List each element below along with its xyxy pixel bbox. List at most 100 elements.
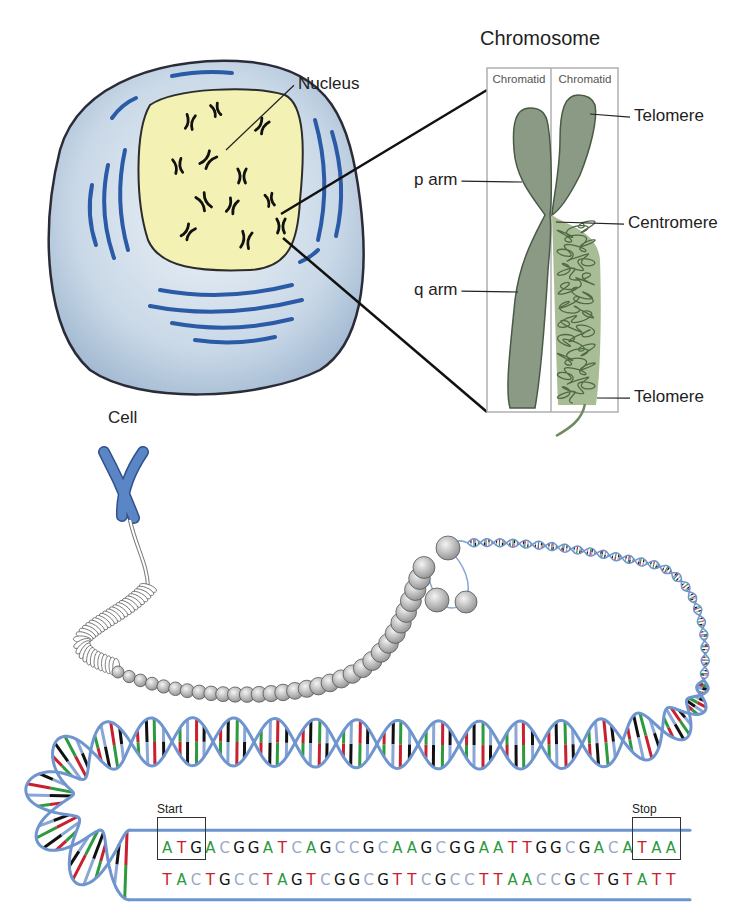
illustration-part xyxy=(315,120,324,240)
base-letter: C xyxy=(606,839,620,857)
chromosome-icons xyxy=(173,103,286,249)
base-letter: G xyxy=(318,839,332,857)
base-letter: G xyxy=(433,871,447,889)
base-pair xyxy=(226,742,229,764)
base-letter: A xyxy=(520,871,534,889)
dna-sequence: ATGACGGATCAGCCGCAAGCGGAATTGGCGACATAA xyxy=(160,839,678,857)
stop-codon-box: Stop xyxy=(632,817,681,860)
base-letter: T xyxy=(203,871,217,889)
base-letter: A xyxy=(505,871,519,889)
illustration-part xyxy=(160,285,292,295)
base-letter: A xyxy=(664,839,678,857)
part-label: Centromere xyxy=(628,213,718,233)
box-heading: Start xyxy=(157,802,182,816)
base-pair xyxy=(111,722,115,745)
illustration-part xyxy=(120,150,128,250)
zoom-line xyxy=(283,238,487,412)
base-pair xyxy=(606,742,608,765)
nucleosome xyxy=(157,680,170,693)
base-letter: G xyxy=(290,871,304,889)
base-letter: T xyxy=(261,871,275,889)
part-label: p arm xyxy=(414,170,457,190)
part-label: Telomere xyxy=(634,387,704,407)
base-pair xyxy=(186,719,189,741)
base-letter: C xyxy=(246,871,260,889)
base-letter: A xyxy=(635,871,649,889)
base-pair xyxy=(391,744,394,767)
base-letter: C xyxy=(577,871,591,889)
base-letter: A xyxy=(174,871,188,889)
leader-line xyxy=(461,181,522,183)
base-letter: C xyxy=(462,871,476,889)
base-letter: T xyxy=(405,871,419,889)
chromosome-icon xyxy=(265,193,275,206)
nucleus xyxy=(138,89,302,270)
dna-backbone xyxy=(468,539,709,687)
nucleosome xyxy=(123,670,135,682)
base-letter: G xyxy=(333,871,347,889)
base-letter: G xyxy=(361,839,375,857)
base-letter: C xyxy=(347,839,361,857)
dna-backbone xyxy=(129,829,690,832)
base-pair xyxy=(359,721,362,744)
base-letter: G xyxy=(189,839,203,857)
base-letter: C xyxy=(218,839,232,857)
base-letter: A xyxy=(304,839,318,857)
base-pair xyxy=(268,742,271,765)
base-letter: T xyxy=(174,839,188,857)
nucleosome xyxy=(146,677,159,690)
chromatin-fibre xyxy=(557,221,595,404)
base-letter: G xyxy=(347,871,361,889)
base-letter: C xyxy=(563,839,577,857)
guide-path xyxy=(49,543,705,865)
leader-line xyxy=(556,222,624,224)
column-label: Chromatid xyxy=(558,73,611,87)
chromosome-icon xyxy=(199,151,217,169)
base-letter: A xyxy=(160,839,174,857)
nucleosome xyxy=(112,666,124,678)
base-letter: G xyxy=(563,871,577,889)
illustration-part xyxy=(104,165,114,258)
chromatin-coil-ground xyxy=(552,215,601,405)
part-label: Cell xyxy=(108,408,137,428)
base-pair xyxy=(309,721,312,743)
illustration-part xyxy=(332,132,341,236)
dna-backbone xyxy=(129,898,690,901)
base-letter: G xyxy=(577,839,591,857)
chromosome-icon xyxy=(211,103,222,117)
base-pair xyxy=(125,865,126,899)
illustration-part xyxy=(112,98,136,118)
chromosome-icon xyxy=(238,169,246,183)
base-pair xyxy=(276,719,279,742)
base-letter: G xyxy=(218,871,232,889)
base-letter: A xyxy=(592,839,606,857)
base-pair xyxy=(441,745,444,768)
base-pair xyxy=(227,720,230,742)
nucleosome xyxy=(436,536,460,560)
base-letter: T xyxy=(635,839,649,857)
dna-tube xyxy=(130,520,148,588)
base-letter: C xyxy=(534,871,548,889)
base-pair xyxy=(349,744,352,766)
base-letter: A xyxy=(275,871,289,889)
base-pair xyxy=(358,744,361,767)
base-letter: T xyxy=(664,871,678,889)
chromosome-icon xyxy=(185,114,196,129)
nucleosome xyxy=(455,591,477,613)
base-letter: C xyxy=(290,839,304,857)
base-letter: C xyxy=(376,839,390,857)
box-heading: Stop xyxy=(632,802,657,816)
base-pair xyxy=(473,723,476,745)
dna-backbone xyxy=(36,681,708,900)
base-pair xyxy=(432,745,435,767)
chromosome-icon xyxy=(173,158,184,173)
base-letter: A xyxy=(649,839,663,857)
leader-line xyxy=(597,397,630,398)
base-letter: T xyxy=(477,871,491,889)
base-pair xyxy=(236,719,239,742)
base-letter: A xyxy=(477,839,491,857)
base-pair xyxy=(555,745,558,767)
part-label: Nucleus xyxy=(298,74,359,94)
base-pair xyxy=(432,723,435,745)
